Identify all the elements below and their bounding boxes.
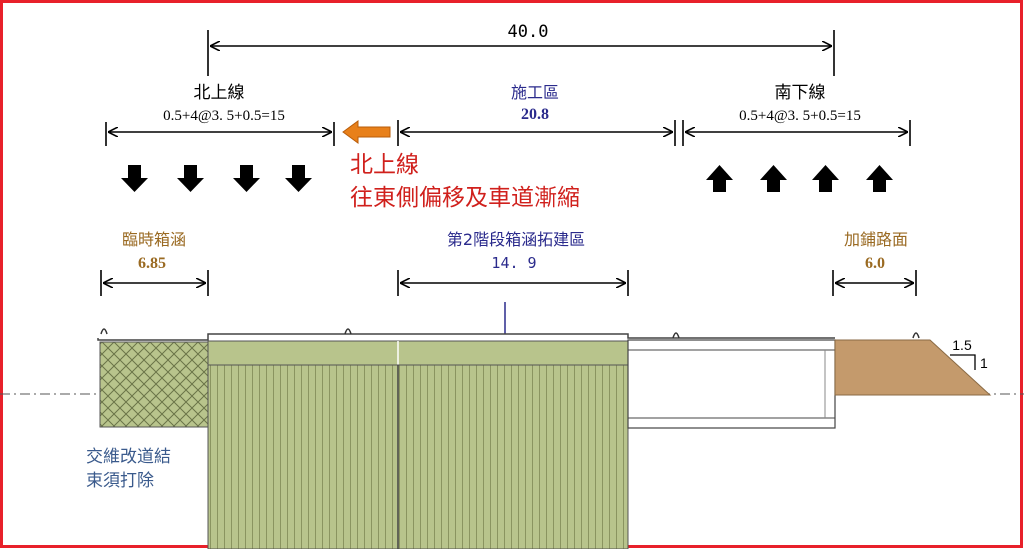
work-zone-dimension: 施工區 20.8 <box>397 83 676 146</box>
temp-culvert-dimension: 臨時箱涵 6.85 <box>100 230 209 296</box>
guard-bump <box>912 332 920 339</box>
paving-width: 6.0 <box>865 255 885 272</box>
work-zone-width: 20.8 <box>521 106 549 123</box>
guard-bump <box>100 328 108 335</box>
slope-indicator: 1.5 1 <box>950 337 988 371</box>
total-width-value: 40.0 <box>508 22 549 42</box>
notice-line-2: 往東側偏移及車道漸縮 <box>350 185 580 211</box>
southbound-arrows <box>706 165 893 192</box>
north-lane-formula: 0.5+4@3. 5+0.5=15 <box>163 108 285 124</box>
guard-bump <box>672 332 680 339</box>
stage2-label: 第2階段箱涵拓建區 <box>447 230 585 249</box>
arrow-up-icon <box>760 165 787 192</box>
stage2-dimension: 第2階段箱涵拓建區 14. 9 <box>397 230 629 296</box>
north-lane-label: 北上線 <box>194 83 245 102</box>
stage2-width: 14. 9 <box>491 254 536 272</box>
arrow-down-icon <box>285 165 312 192</box>
slope-horizontal: 1.5 <box>952 337 972 353</box>
paving-dimension: 加鋪路面 6.0 <box>832 230 917 296</box>
existing-structure <box>627 339 836 429</box>
arrow-up-icon <box>866 165 893 192</box>
paving-label: 加鋪路面 <box>844 230 908 249</box>
slope-vertical: 1 <box>980 355 988 371</box>
work-zone-label: 施工區 <box>511 83 559 102</box>
culvert-top-slab <box>207 340 629 366</box>
notice-line-1: 北上線 <box>350 152 419 178</box>
arrow-up-icon <box>706 165 733 192</box>
south-lane-dimension: 南下線 0.5+4@3. 5+0.5=15 <box>682 83 911 146</box>
arrow-down-icon <box>233 165 260 192</box>
demolish-note-line-1: 交維改道結 <box>86 447 171 466</box>
south-lane-formula: 0.5+4@3. 5+0.5=15 <box>739 108 861 124</box>
temp-culvert-label: 臨時箱涵 <box>122 230 186 249</box>
culvert-body <box>207 364 629 549</box>
guard-bump <box>344 328 352 335</box>
arrow-left-icon <box>342 120 391 144</box>
paving-soil-wedge <box>834 339 992 396</box>
northbound-arrows <box>121 165 312 192</box>
north-lane-dimension: 北上線 0.5+4@3. 5+0.5=15 <box>105 83 335 146</box>
south-lane-label: 南下線 <box>775 83 826 102</box>
total-dimension: 40.0 <box>207 22 835 76</box>
temp-culvert-width: 6.85 <box>138 255 166 272</box>
arrow-down-icon <box>177 165 204 192</box>
road-deck-line <box>97 333 835 341</box>
demolish-note-line-2: 束須打除 <box>86 471 154 490</box>
temp-culvert-block <box>99 341 209 428</box>
arrow-down-icon <box>121 165 148 192</box>
arrow-up-icon <box>812 165 839 192</box>
